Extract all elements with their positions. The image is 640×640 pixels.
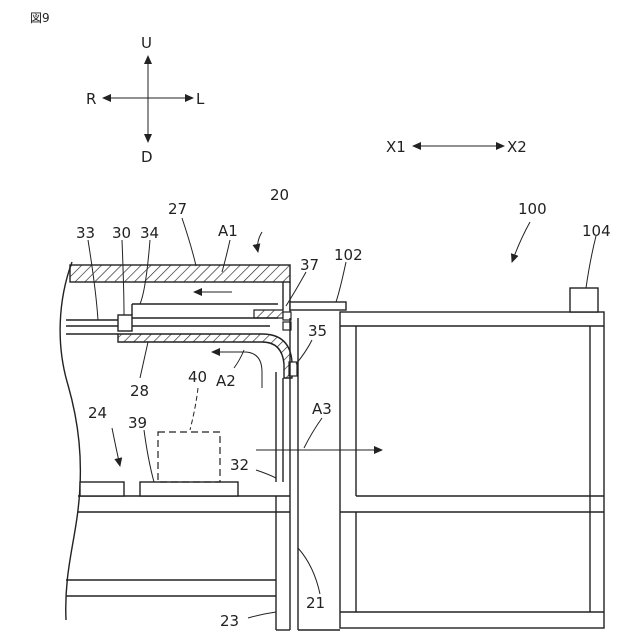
leader-40 — [190, 388, 198, 430]
direction-label-up: U — [141, 34, 152, 52]
figure-number: 図9 — [30, 11, 50, 25]
leader-24 — [112, 428, 120, 466]
direction-indicator: U D R L — [86, 34, 205, 166]
leader-102 — [336, 262, 346, 302]
frame-100 — [340, 312, 604, 628]
leader-32 — [256, 470, 276, 478]
direction-label-left: L — [196, 90, 205, 108]
plate-102 — [290, 302, 346, 310]
label-20: 20 — [270, 186, 289, 204]
top-plate-27 — [70, 265, 290, 282]
label-100: 100 — [518, 200, 547, 218]
leader-a3 — [304, 418, 322, 448]
direction-label-down: D — [141, 148, 153, 166]
label-a1: A1 — [218, 222, 238, 240]
label-21: 21 — [306, 594, 325, 612]
label-a3: A3 — [312, 400, 332, 418]
leader-23 — [248, 612, 276, 618]
leader-100 — [512, 222, 530, 262]
x-direction-indicator: X1 X2 — [386, 138, 527, 156]
label-104: 104 — [582, 222, 611, 240]
direction-label-x2: X2 — [507, 138, 527, 156]
block-30 — [118, 315, 132, 331]
base-39 — [140, 482, 238, 496]
part-37 — [254, 310, 283, 318]
label-23: 23 — [220, 612, 239, 630]
label-32: 32 — [230, 456, 249, 474]
label-39: 39 — [128, 414, 147, 432]
base-24 — [80, 482, 124, 496]
label-33: 33 — [76, 224, 95, 242]
part-104 — [570, 288, 598, 312]
label-37: 37 — [300, 256, 319, 274]
break-line — [60, 262, 80, 620]
leader-39 — [144, 430, 154, 482]
label-34: 34 — [140, 224, 159, 242]
leader-28 — [140, 342, 148, 378]
leader-21 — [298, 548, 320, 594]
leader-104 — [586, 236, 596, 288]
leader-20 — [258, 232, 263, 252]
label-102: 102 — [334, 246, 363, 264]
direction-label-x1: X1 — [386, 138, 406, 156]
label-30: 30 — [112, 224, 131, 242]
object-40 — [158, 432, 220, 482]
label-40: 40 — [188, 368, 207, 386]
label-35: 35 — [308, 322, 327, 340]
label-27: 27 — [168, 200, 187, 218]
direction-label-right: R — [86, 90, 96, 108]
label-28: 28 — [130, 382, 149, 400]
label-a2: A2 — [216, 372, 236, 390]
label-24: 24 — [88, 404, 107, 422]
leader-a2 — [234, 350, 244, 368]
leader-27 — [182, 218, 196, 266]
